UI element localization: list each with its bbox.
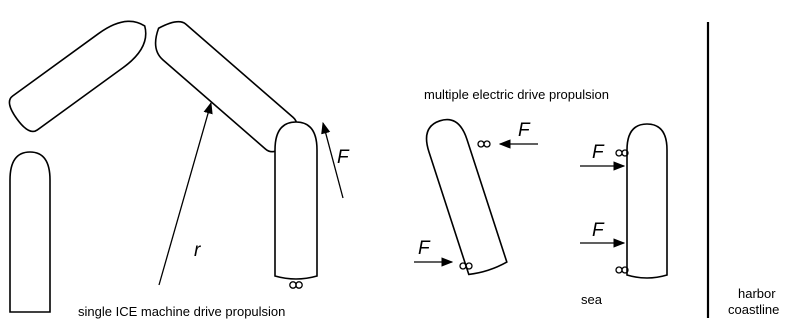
sea-label: sea bbox=[581, 292, 603, 307]
stern-propeller-icon bbox=[289, 281, 303, 289]
stern-side-thruster-icon bbox=[615, 266, 629, 274]
single-drive-caption: single ICE machine drive propulsion bbox=[78, 304, 285, 319]
ship-final-position bbox=[274, 121, 318, 280]
ship-turning-position-1 bbox=[8, 20, 147, 133]
ship-electric-parallel bbox=[626, 123, 668, 279]
harbor-label: harbor bbox=[738, 286, 776, 301]
multi-drive-caption: multiple electric drive propulsion bbox=[424, 87, 609, 102]
lower-side-force-label: F bbox=[592, 220, 605, 241]
upper-side-force-label: F bbox=[592, 142, 605, 163]
coastline-label: coastline bbox=[728, 302, 779, 317]
bow-side-thruster-icon bbox=[615, 149, 629, 157]
bow-thruster-icon bbox=[477, 140, 491, 148]
ship-electric-tilted bbox=[425, 118, 508, 276]
stern-force-label: F bbox=[418, 238, 431, 259]
force-arrow bbox=[321, 121, 344, 199]
stern-thruster-icon bbox=[459, 262, 473, 270]
ship-start-position bbox=[9, 151, 51, 313]
turning-radius-arrow bbox=[158, 101, 213, 286]
radius-label: r bbox=[194, 240, 201, 261]
force-label: F bbox=[337, 147, 350, 168]
bow-force-label: F bbox=[518, 120, 531, 141]
